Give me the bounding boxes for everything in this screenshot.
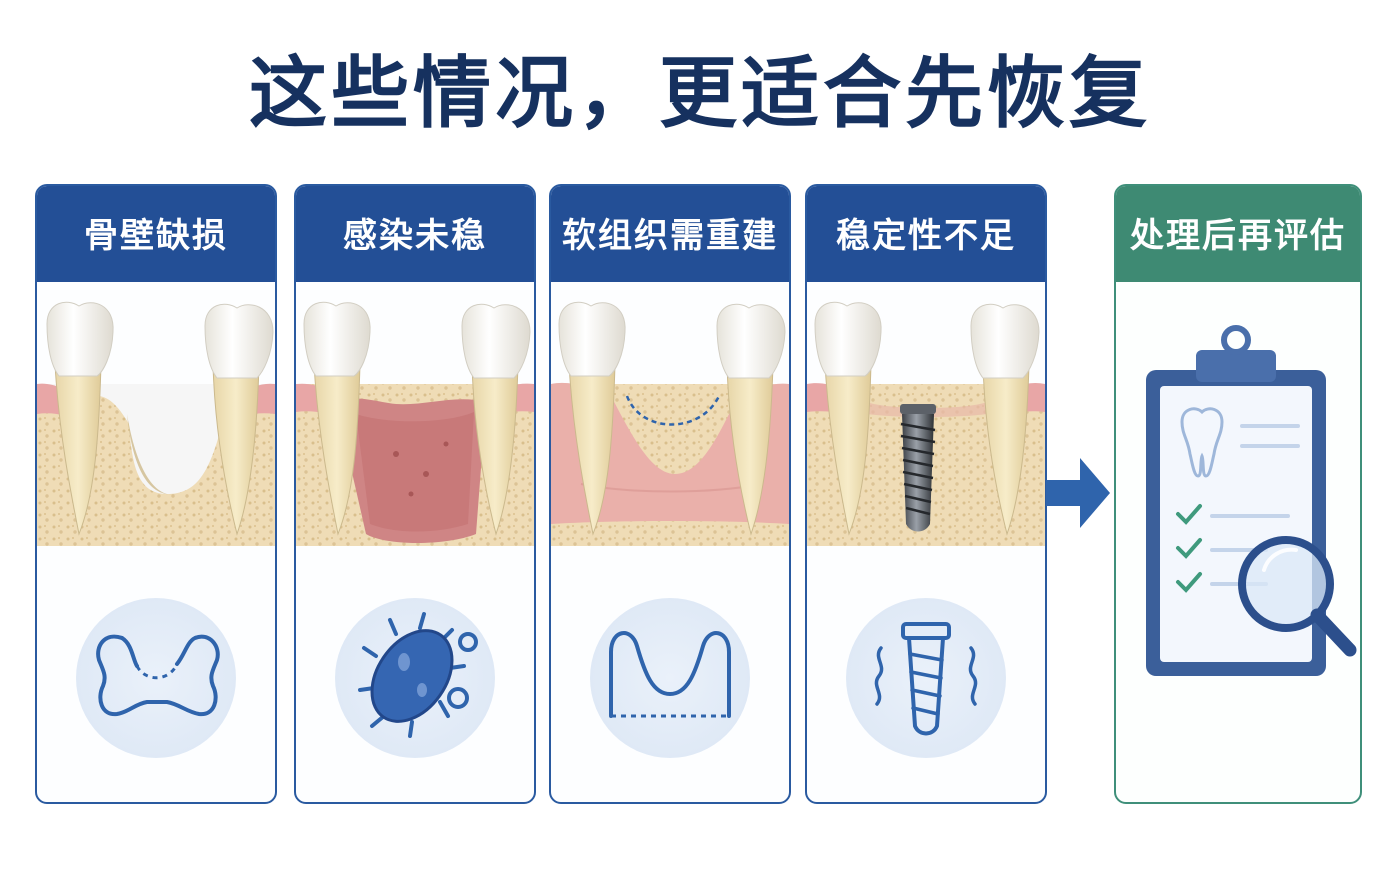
infected-gum-socket-illustration: [296, 301, 534, 546]
soft-tissue-deficit-illustration: [551, 301, 789, 546]
panel-label: 感染未稳: [296, 186, 534, 282]
panel-label: 软组织需重建: [551, 186, 789, 282]
bone-wall-defect-illustration: [37, 301, 275, 546]
clipboard-magnifier-icon: [1146, 325, 1357, 676]
bone-defect-outline-icon: [76, 598, 236, 758]
panel-label: 处理后再评估: [1116, 186, 1360, 282]
soft-tissue-contour-icon: [590, 598, 750, 758]
panel-label: 骨壁缺损: [37, 186, 275, 282]
panel-label: 稳定性不足: [807, 186, 1045, 282]
implant-in-bone-illustration: [807, 301, 1045, 546]
panel-soft-tissue: 软组织需重建: [549, 184, 791, 804]
page-title: 这些情况，更适合先恢复: [248, 49, 1151, 139]
arrow-right-icon: [1046, 458, 1110, 528]
panel-reevaluate: 处理后再评估: [1114, 184, 1362, 804]
bacteria-icon: [335, 598, 495, 758]
panel-stability: 稳定性不足: [805, 184, 1047, 804]
panel-infection: 感染未稳: [294, 184, 536, 804]
panel-bone-defect: 骨壁缺损: [35, 184, 277, 804]
loose-implant-icon: [846, 598, 1006, 758]
